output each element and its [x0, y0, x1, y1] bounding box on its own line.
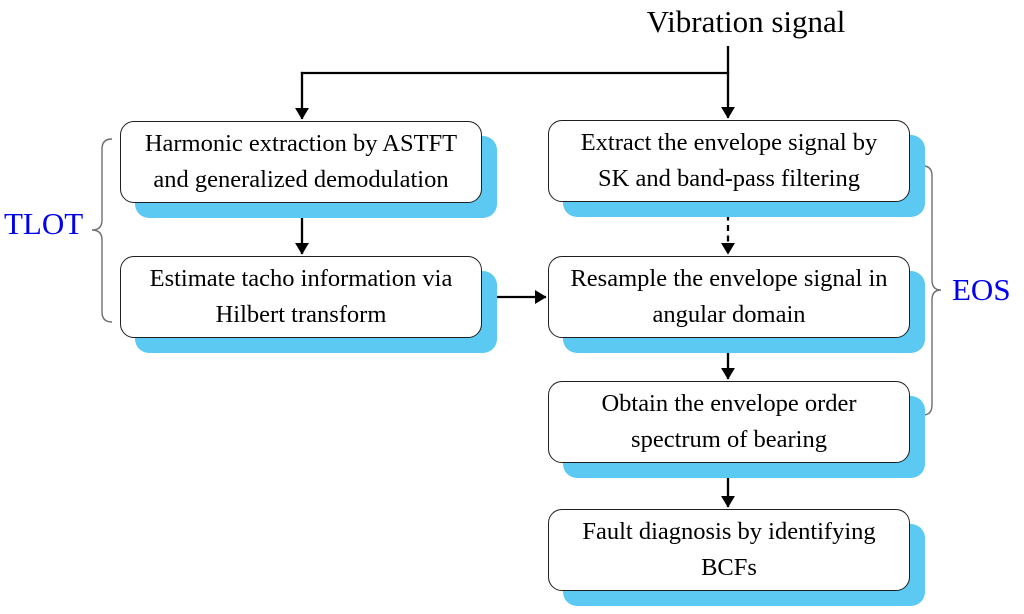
node-text-line: and generalized demodulation [153, 166, 449, 193]
tlot-brace-icon [91, 138, 113, 323]
node-extract-envelope: Extract the envelope signal by SK and ba… [548, 120, 910, 202]
node-text-line: Extract the envelope signal by [580, 129, 878, 156]
eos-label: EOS [952, 272, 1011, 307]
node-envelope-order-spectrum: Obtain the envelope order spectrum of be… [548, 381, 910, 463]
node-text-line: spectrum of bearing [631, 426, 827, 453]
node-text-line: Harmonic extraction by ASTFT [144, 130, 458, 157]
node-text-line: angular domain [652, 301, 806, 328]
tlot-label: TLOT [4, 206, 84, 241]
node-fault-diagnosis: Fault diagnosis by identifying BCFs [548, 509, 910, 591]
node-text-line: Fault diagnosis by identifying [582, 518, 876, 545]
node-estimate-tacho: Estimate tacho information via Hilbert t… [120, 256, 482, 338]
node-text-line: Hilbert transform [215, 301, 387, 328]
node-text-line: Obtain the envelope order [601, 390, 857, 417]
eos-brace-icon [922, 165, 942, 416]
diagram-title: Vibration signal [646, 4, 846, 39]
node-text-line: BCFs [701, 554, 757, 581]
node-text-line: Resample the envelope signal in [570, 265, 888, 292]
node-text-line: SK and band-pass filtering [598, 165, 860, 192]
node-text-line: Estimate tacho information via [149, 265, 453, 292]
node-resample-envelope: Resample the envelope signal in angular … [548, 256, 910, 338]
node-harmonic-extraction: Harmonic extraction by ASTFT and general… [120, 121, 482, 203]
